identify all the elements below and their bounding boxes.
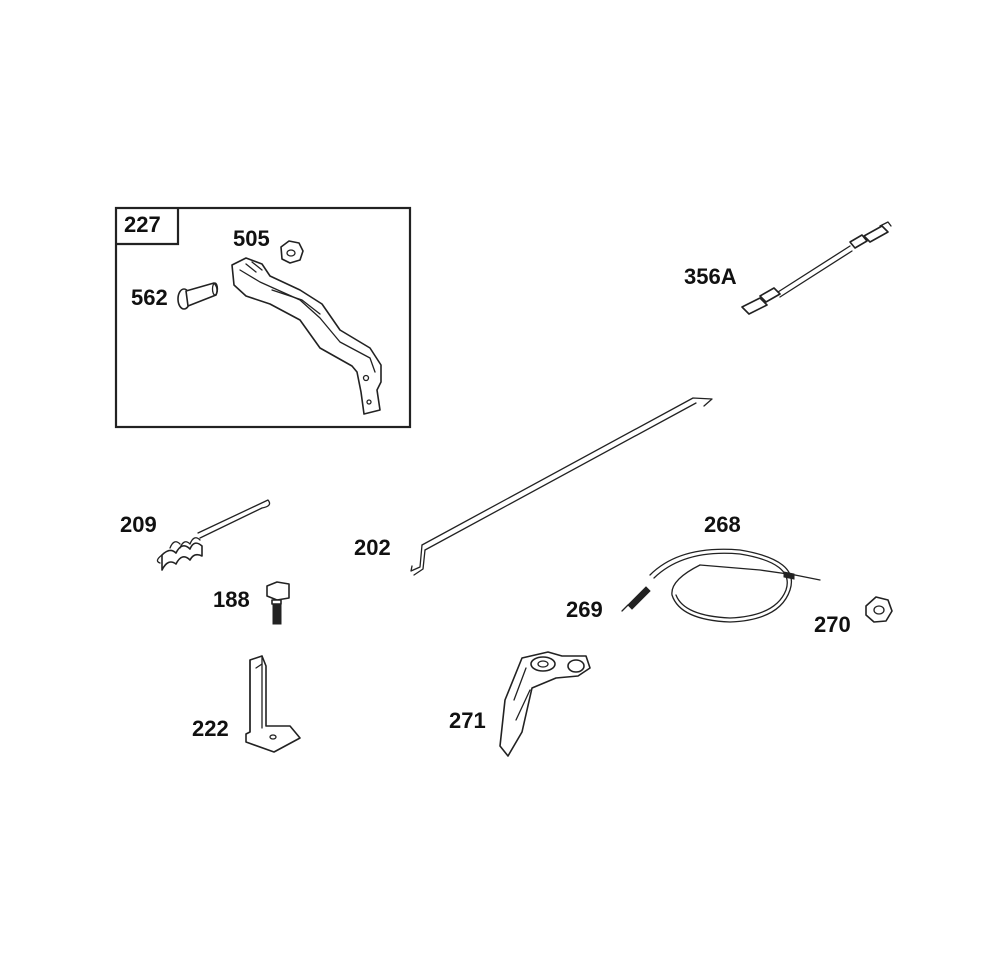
part-270-nut[interactable] — [865, 596, 893, 623]
part-505-nut[interactable] — [280, 240, 304, 264]
part-222-bracket[interactable] — [245, 655, 301, 753]
part-562-pin[interactable] — [177, 282, 219, 310]
part-label-209: 209 — [120, 512, 157, 537]
part-label-269: 269 — [566, 597, 603, 622]
part-label-202: 202 — [354, 535, 391, 560]
part-269-wire-end[interactable] — [621, 586, 651, 612]
part-label-505: 505 — [233, 226, 270, 251]
part-188-bolt[interactable] — [266, 581, 290, 625]
part-356A-wire[interactable] — [741, 221, 892, 315]
part-209-spring[interactable] — [156, 499, 271, 571]
part-label-270: 270 — [814, 612, 851, 637]
part-label-268: 268 — [704, 512, 741, 537]
part-227-lever[interactable] — [231, 257, 382, 415]
part-label-271: 271 — [449, 708, 486, 733]
part-label-188: 188 — [213, 587, 250, 612]
group-box-227 — [114, 206, 412, 429]
part-202-rod[interactable] — [410, 397, 713, 576]
part-271-clamp[interactable] — [499, 651, 591, 757]
group-label-227: 227 — [124, 212, 161, 237]
part-label-562: 562 — [131, 285, 168, 310]
part-label-356A: 356A — [684, 264, 737, 289]
part-268-cable[interactable] — [649, 548, 821, 623]
part-label-222: 222 — [192, 716, 229, 741]
